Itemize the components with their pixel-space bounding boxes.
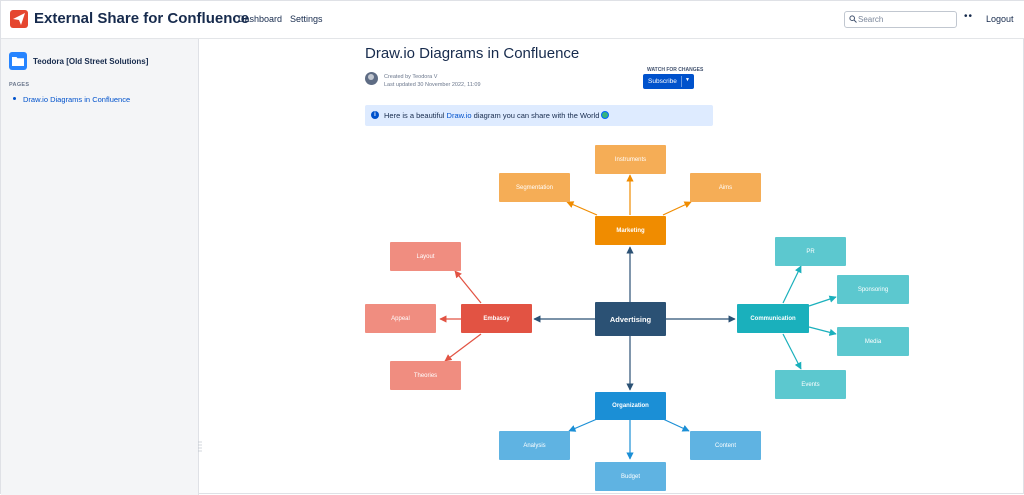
node-content[interactable]: Content xyxy=(690,431,761,460)
info-icon: i xyxy=(371,111,379,119)
node-embassy[interactable]: Embassy xyxy=(461,304,532,333)
node-pr[interactable]: PR xyxy=(775,237,846,266)
logout-link[interactable]: Logout xyxy=(986,14,1014,24)
edge-communication-events xyxy=(782,333,802,370)
edge-embassy-theories xyxy=(444,333,482,362)
page-title: Draw.io Diagrams in Confluence xyxy=(365,45,580,62)
info-prefix: Here is a beautiful xyxy=(384,111,447,120)
node-budget[interactable]: Budget xyxy=(595,462,666,491)
edge-communication-pr xyxy=(782,265,802,304)
page-byline: Created by Teodora V Last updated 30 Nov… xyxy=(384,73,481,89)
node-aims[interactable]: Aims xyxy=(690,173,761,202)
subscribe-label: Subscribe xyxy=(648,78,677,85)
space-name[interactable]: Teodora [Old Street Solutions] xyxy=(33,57,149,66)
last-updated[interactable]: Last updated 30 November 2022, 11:09 xyxy=(384,82,481,88)
node-media[interactable]: Media xyxy=(837,327,909,356)
sidebar-page-link[interactable]: Draw.io Diagrams in Confluence xyxy=(23,95,131,104)
created-by[interactable]: Created by Teodora V xyxy=(384,74,438,80)
edge-organization-content xyxy=(662,418,690,432)
edge-marketing-segmentation xyxy=(566,201,598,216)
globe-icon xyxy=(601,111,610,119)
node-theories[interactable]: Theories xyxy=(390,361,461,390)
edge-embassy-layout xyxy=(454,270,482,304)
subscribe-divider xyxy=(681,76,682,87)
more-options-icon[interactable]: •• xyxy=(964,11,974,22)
sidebar-resize-handle[interactable] xyxy=(197,439,203,455)
node-layout[interactable]: Layout xyxy=(390,242,461,271)
pages-heading: PAGES xyxy=(9,82,30,88)
top-header: External Share for Confluence Dashboard … xyxy=(1,1,1024,39)
node-marketing[interactable]: Marketing xyxy=(595,216,666,245)
node-communication[interactable]: Communication xyxy=(737,304,809,333)
diagram-connectors xyxy=(439,174,837,460)
nav-dashboard[interactable]: Dashboard xyxy=(238,14,283,24)
app-logo-icon[interactable] xyxy=(10,10,28,28)
node-sponsoring[interactable]: Sponsoring xyxy=(837,275,909,304)
edge-organization-analysis xyxy=(568,418,598,432)
author-avatar[interactable] xyxy=(365,72,378,85)
node-events[interactable]: Events xyxy=(775,370,846,399)
space-folder-icon[interactable] xyxy=(9,52,27,70)
node-advertising[interactable]: Advertising xyxy=(595,302,666,336)
nav-settings[interactable]: Settings xyxy=(290,14,323,24)
info-text: Here is a beautiful Draw.io diagram you … xyxy=(384,111,610,120)
bullet-icon xyxy=(13,97,16,100)
search-input[interactable] xyxy=(858,13,954,26)
watch-label: WATCH FOR CHANGES xyxy=(647,67,704,73)
edge-marketing-aims xyxy=(662,201,692,216)
node-organization[interactable]: Organization xyxy=(595,392,666,420)
info-suffix: diagram you can share with the World xyxy=(471,111,600,120)
info-panel: i Here is a beautiful Draw.io diagram yo… xyxy=(365,105,713,126)
node-analysis[interactable]: Analysis xyxy=(499,431,570,460)
sidebar: Teodora [Old Street Solutions] PAGES Dra… xyxy=(1,39,202,495)
chevron-down-icon[interactable]: ▼ xyxy=(685,77,690,83)
search-box[interactable] xyxy=(844,11,957,28)
node-segmentation[interactable]: Segmentation xyxy=(499,173,570,202)
drawio-link[interactable]: Draw.io xyxy=(446,111,472,120)
app-title[interactable]: External Share for Confluence xyxy=(34,10,250,27)
edge-communication-sponsoring xyxy=(808,295,837,307)
edge-communication-media xyxy=(808,326,837,336)
search-icon xyxy=(849,15,857,23)
node-appeal[interactable]: Appeal xyxy=(365,304,436,333)
node-instruments[interactable]: Instruments xyxy=(595,145,666,174)
subscribe-button[interactable]: Subscribe ▼ xyxy=(643,74,694,89)
